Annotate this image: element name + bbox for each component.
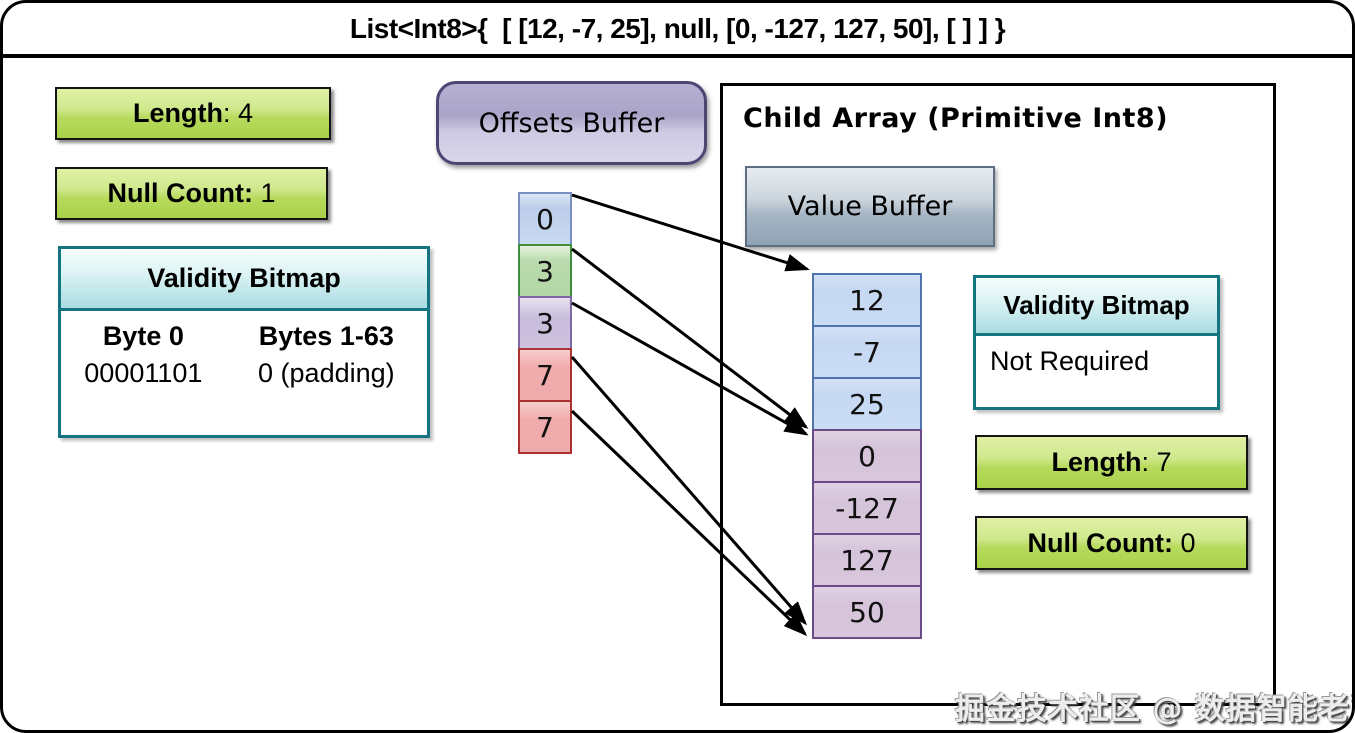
child-validity-bitmap-value: Not Required <box>990 346 1150 376</box>
child-length-label: Length <box>1051 447 1142 477</box>
value-buffer-pill: Value Buffer <box>745 166 995 247</box>
column-header-byte0: Byte 0 <box>102 321 184 351</box>
parent-validity-bitmap-header: Validity Bitmap <box>61 249 427 311</box>
offsets-buffer-title: Offsets Buffer <box>478 107 665 139</box>
watermark: 掘金技术社区 @ 数据智能老司机 <box>955 692 1352 727</box>
offset-cell: 0 <box>518 192 572 246</box>
column-header-bytes1-63: Bytes 1-63 <box>258 321 394 351</box>
parent-null-count-label: Null Count: <box>107 178 253 208</box>
offset-cell: 3 <box>518 244 572 298</box>
value-buffer-title: Value Buffer <box>787 191 953 222</box>
child-validity-bitmap-table: Validity Bitmap Not Required <box>973 275 1220 410</box>
offset-cell: 7 <box>518 400 572 454</box>
offset-cell: 7 <box>518 348 572 402</box>
offsets-buffer-pill: Offsets Buffer <box>436 81 707 165</box>
child-null-count-label: Null Count: <box>1027 527 1173 558</box>
parent-length-badge: Length: 4 <box>55 87 331 140</box>
byte0-value: 00001101 <box>84 358 203 388</box>
value-cell: 50 <box>812 585 922 639</box>
parent-null-count-value: 1 <box>252 178 276 208</box>
title-bar: List<Int8>{ [ [12, -7, 25], null, [0, -1… <box>3 3 1352 58</box>
parent-length-value: : 4 <box>222 98 253 128</box>
value-cell: 127 <box>812 533 922 587</box>
parent-length-label: Length <box>132 98 223 128</box>
child-array-title: Child Array (Primitive Int8) <box>743 103 1169 134</box>
child-validity-bitmap-header: Validity Bitmap <box>976 278 1217 336</box>
parent-validity-bitmap-title: Validity Bitmap <box>147 263 341 293</box>
list-definition-title: List<Int8>{ [ [12, -7, 25], null, [0, -1… <box>349 12 1006 44</box>
offset-cell: 3 <box>518 296 572 350</box>
parent-null-count-badge: Null Count: 1 <box>55 167 328 220</box>
parent-validity-bitmap-table: Validity Bitmap Byte 0 Bytes 1-63 000011… <box>58 246 430 438</box>
value-cell: 0 <box>812 429 922 483</box>
bytes1-63-value: 0 (padding) <box>258 358 395 388</box>
child-null-count-badge: Null Count: 0 <box>975 516 1248 570</box>
value-cell: 12 <box>812 273 922 327</box>
parent-validity-bitmap-body: Byte 0 Bytes 1-63 00001101 0 (padding) <box>61 311 427 389</box>
child-null-count-value: 0 <box>1172 527 1196 558</box>
value-cell: -7 <box>812 325 922 379</box>
value-cell: 25 <box>812 377 922 431</box>
child-validity-bitmap-title: Validity Bitmap <box>1003 290 1190 320</box>
value-cell: -127 <box>812 481 922 535</box>
child-length-badge: Length: 7 <box>975 435 1248 490</box>
child-length-value: : 7 <box>1141 447 1172 477</box>
